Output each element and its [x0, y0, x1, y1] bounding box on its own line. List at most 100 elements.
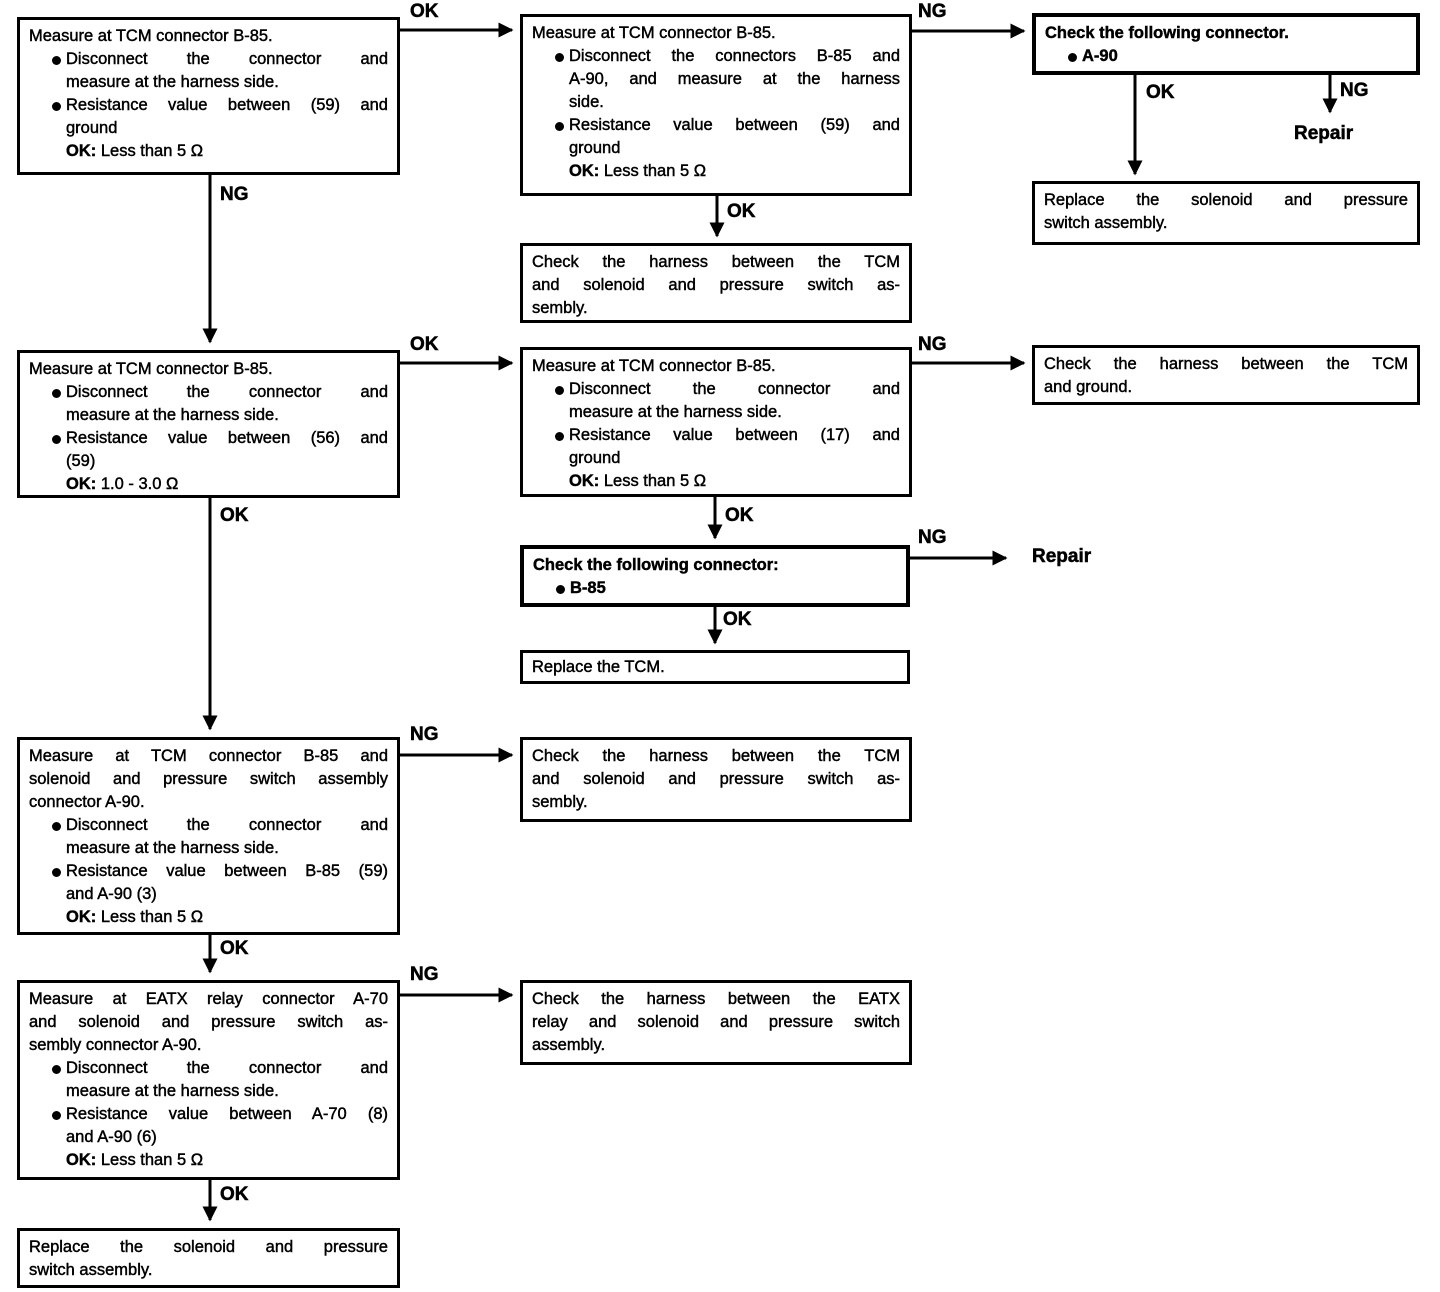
bullet-item: B-85 — [533, 577, 897, 600]
text-line: and ground. — [1044, 378, 1133, 396]
text-line: A-90, and measure at the harness — [569, 70, 900, 88]
text-line: ground — [66, 119, 118, 137]
text-line: switch assembly. — [29, 1261, 153, 1279]
text-line: measure at the harness side. — [569, 403, 782, 421]
terminal-repair: Repair — [1294, 123, 1354, 145]
box-title: sembly connector A-90. — [29, 1036, 202, 1054]
box-title: Check the following connector. — [1045, 24, 1289, 42]
bullet-icon — [52, 822, 61, 831]
ok-value: Less than 5 Ω — [100, 142, 204, 160]
text-line: measure at the harness side. — [66, 839, 279, 857]
text-line: ground — [569, 139, 621, 157]
edge-label-ng: NG — [1340, 80, 1369, 102]
bullet-item: Disconnect the connector and measure at … — [532, 378, 900, 424]
terminal-repair: Repair — [1032, 546, 1092, 568]
text-line: Replace the TCM. — [532, 658, 665, 676]
bullet-item: Resistance value between A-70 (8) and A-… — [29, 1103, 388, 1172]
flow-box-check-harness-tcm-ground: Check the harness between the TCM and gr… — [1032, 345, 1420, 405]
edge-label-ok: OK — [723, 609, 752, 631]
text-line: Check the harness between the TCM — [1044, 355, 1408, 373]
flow-box-replace-solenoid-assembly-2: Replace the solenoid and pressure switch… — [17, 1228, 400, 1288]
bullet-item: Disconnect the connector and measure at … — [29, 814, 388, 860]
bullet-item: Resistance value between (59) and ground… — [532, 114, 900, 183]
bullet-icon — [52, 868, 61, 877]
box-title: Measure at TCM connector B-85. — [532, 24, 776, 42]
flow-box-measure-tcm-b85-59-ground: Measure at TCM connector B-85. Disconnec… — [17, 17, 400, 175]
flow-box-replace-solenoid-assembly: Replace the solenoid and pressure switch… — [1032, 181, 1420, 245]
ok-value: Less than 5 Ω — [603, 162, 707, 180]
text-line: Disconnect the connector and — [66, 50, 388, 68]
bullet-icon — [52, 435, 61, 444]
bullet-icon — [555, 53, 564, 62]
box-title: Measure at TCM connector B-85. — [29, 360, 273, 378]
text-line: and A-90 (6) — [66, 1128, 157, 1146]
text-line: Check the harness between the EATX — [532, 990, 900, 1008]
text-line: relay and solenoid and pressure switch — [532, 1013, 900, 1031]
edge-label-ok: OK — [727, 201, 756, 223]
text-line: switch assembly. — [1044, 214, 1168, 232]
flow-box-check-harness-eatx-solenoid: Check the harness between the EATX relay… — [520, 980, 912, 1065]
text-line: Resistance value between A-70 (8) — [66, 1105, 388, 1123]
flow-box-check-connector-b85: Check the following connector: B-85 — [520, 545, 910, 607]
flow-box-replace-tcm: Replace the TCM. — [520, 650, 910, 684]
edge-label-ok: OK — [410, 334, 439, 356]
text-line: Replace the solenoid and pressure — [29, 1238, 388, 1256]
text-line: Disconnect the connector and — [66, 816, 388, 834]
text-line: Check the harness between the TCM — [532, 747, 900, 765]
flow-box-measure-tcm-b85-a90: Measure at TCM connector B-85. Disconnec… — [520, 14, 912, 196]
bullet-item: Disconnect the connector and measure at … — [29, 381, 388, 427]
box-title: solenoid and pressure switch assembly — [29, 770, 388, 788]
bullet-icon — [1068, 53, 1077, 62]
ok-label: OK: — [66, 908, 97, 926]
bullet-item: Resistance value between B-85 (59) and A… — [29, 860, 388, 929]
text-line: sembly. — [532, 793, 588, 811]
bullet-icon — [52, 1065, 61, 1074]
text-line: side. — [569, 93, 604, 111]
text-line: sembly. — [532, 299, 588, 317]
edge-label-ok: OK — [410, 1, 439, 23]
bullet-item: Disconnect the connector and measure at … — [29, 48, 388, 94]
edge-label-ok: OK — [220, 938, 249, 960]
edge-label-ng: NG — [918, 1, 947, 23]
ok-label: OK: — [66, 475, 97, 493]
text-line: Resistance value between (56) and — [66, 429, 388, 447]
ok-spec-line: OK: Less than 5 Ω — [569, 470, 900, 493]
bullet-icon — [555, 386, 564, 395]
flow-box-measure-tcm-b85-and-a90: Measure at TCM connector B-85 and soleno… — [17, 737, 400, 935]
bullet-icon — [555, 432, 564, 441]
text-line: measure at the harness side. — [66, 1082, 279, 1100]
ok-value: Less than 5 Ω — [100, 908, 204, 926]
flow-box-measure-eatx-relay-a70-a90: Measure at EATX relay connector A-70 and… — [17, 980, 400, 1180]
flow-box-measure-tcm-b85-56-59: Measure at TCM connector B-85. Disconnec… — [17, 350, 400, 498]
text-line: measure at the harness side. — [66, 73, 279, 91]
ok-value: Less than 5 Ω — [100, 1151, 204, 1169]
bullet-icon — [52, 56, 61, 65]
box-title: Measure at TCM connector B-85. — [532, 357, 776, 375]
text-line: Replace the solenoid and pressure — [1044, 191, 1408, 209]
bullet-item: Resistance value between (17) and ground… — [532, 424, 900, 493]
bullet-item: Resistance value between (59) and ground… — [29, 94, 388, 163]
bullet-icon — [52, 1111, 61, 1120]
text-line: Disconnect the connector and — [569, 380, 900, 398]
text-line: ground — [569, 449, 621, 467]
flow-box-check-connector-a90: Check the following connector. A-90 — [1032, 13, 1420, 75]
text-line: Disconnect the connectors B-85 and — [569, 47, 900, 65]
ok-label: OK: — [66, 142, 97, 160]
ok-value: Less than 5 Ω — [603, 472, 707, 490]
text-line: and A-90 (3) — [66, 885, 157, 903]
text-line: Resistance value between (17) and — [569, 426, 900, 444]
ok-label: OK: — [569, 162, 600, 180]
text-line: Resistance value between (59) and — [569, 116, 900, 134]
box-title: Measure at TCM connector B-85 and — [29, 747, 388, 765]
text-line: B-85 — [570, 579, 606, 597]
text-line: measure at the harness side. — [66, 406, 279, 424]
bullet-item: Disconnect the connector and measure at … — [29, 1057, 388, 1103]
text-line: and solenoid and pressure switch as- — [532, 770, 900, 788]
edge-label-ng: NG — [410, 964, 439, 986]
ok-spec-line: OK: Less than 5 Ω — [569, 160, 900, 183]
flow-box-measure-tcm-b85-17-ground: Measure at TCM connector B-85. Disconnec… — [520, 347, 912, 497]
box-title: Check the following connector: — [533, 556, 779, 574]
box-title: connector A-90. — [29, 793, 145, 811]
ok-value: 1.0 - 3.0 Ω — [100, 475, 179, 493]
flow-box-check-harness-tcm-solenoid-2: Check the harness between the TCM and so… — [520, 737, 912, 822]
